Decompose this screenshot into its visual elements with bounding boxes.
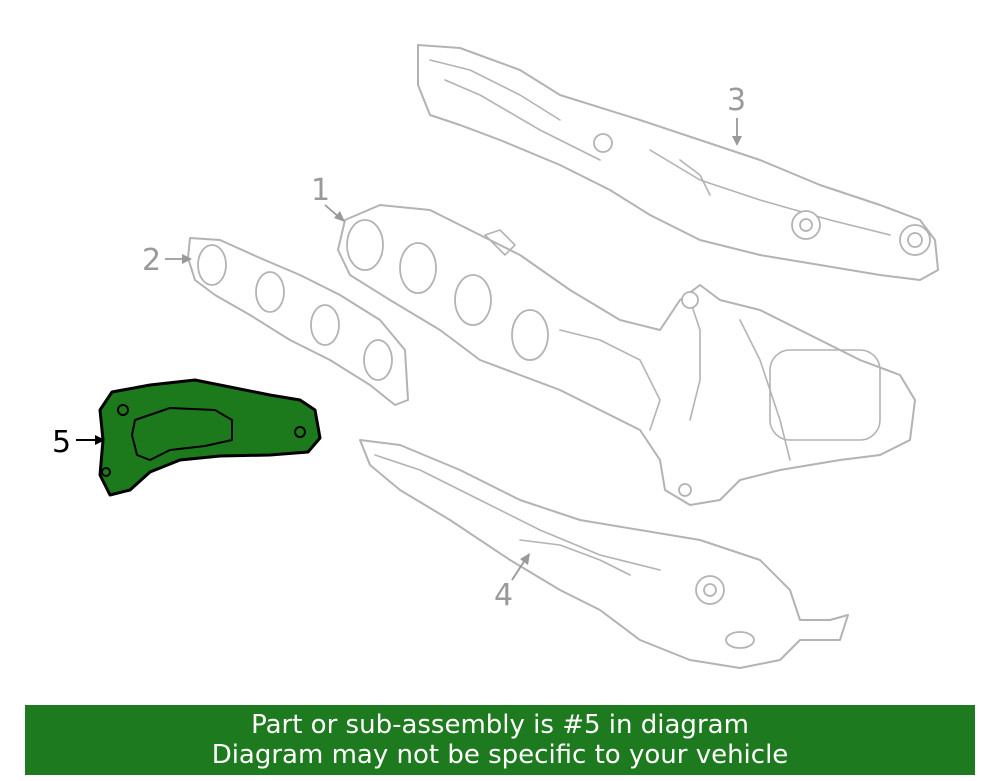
callout-2: 2: [142, 243, 192, 278]
info-banner: Part or sub-assembly is #5 in diagram Di…: [25, 705, 975, 775]
part-4-lower-heat-shield: [359, 439, 849, 669]
part-1-exhaust-manifold: [337, 204, 916, 506]
banner-line-part-number: Part or sub-assembly is #5 in diagram: [251, 710, 749, 740]
callout-4: 4: [494, 553, 530, 613]
callout-number-1: 1: [311, 173, 330, 208]
callout-number-2: 2: [142, 243, 161, 278]
callout-1: 1: [311, 173, 345, 222]
exploded-parts-diagram: 1 2 3 4 5: [52, 44, 939, 669]
callout-3: 3: [727, 83, 746, 146]
part-3-upper-heat-shield: [417, 44, 939, 281]
callout-number-5: 5: [52, 425, 71, 460]
callout-5-highlighted: 5: [52, 425, 105, 460]
banner-line-disclaimer: Diagram may not be specific to your vehi…: [211, 740, 789, 770]
callout-number-3: 3: [727, 83, 746, 118]
part-5-bracket-highlighted: [98, 378, 322, 497]
part-2-gasket: [187, 237, 409, 406]
callout-number-4: 4: [494, 578, 513, 613]
